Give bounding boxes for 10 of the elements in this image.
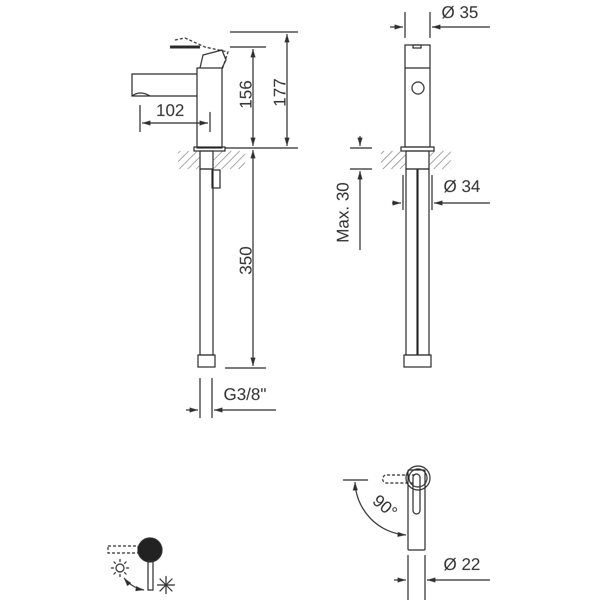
dimension-label: Ø 34: [444, 178, 480, 194]
dimension-label: Max. 30: [334, 182, 352, 242]
dimension-label: Ø 22: [444, 556, 480, 572]
dimension-label: 177: [272, 78, 289, 106]
dimension-label: 156: [238, 80, 255, 108]
dimension-label: 102: [156, 102, 184, 118]
dimension-label: Ø 35: [442, 4, 478, 20]
dimension-label: 90°: [370, 491, 400, 521]
dimension-label: G3/8": [224, 386, 266, 402]
dimension-label: 350: [238, 246, 255, 274]
